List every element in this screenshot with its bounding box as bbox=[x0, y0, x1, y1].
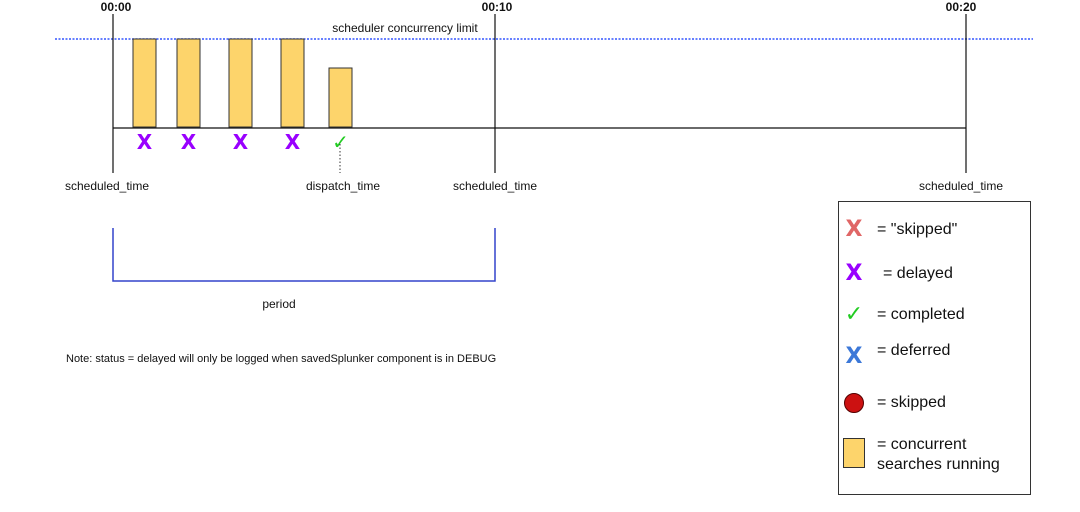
search-bar bbox=[280, 38, 305, 128]
search-bar bbox=[228, 38, 253, 128]
scheduled-time-label-2: scheduled_time bbox=[453, 179, 537, 193]
search-bar bbox=[328, 67, 353, 128]
search-bar bbox=[176, 38, 201, 128]
legend-row-deferred: X = deferred bbox=[839, 342, 1030, 369]
legend-text-skipped: = skipped bbox=[877, 394, 946, 411]
time-label-0000: 00:00 bbox=[101, 0, 132, 14]
x-icon: X bbox=[285, 130, 301, 154]
concurrent-search-bars bbox=[132, 38, 353, 128]
legend-text-skipped-quoted: = "skipped" bbox=[877, 221, 958, 238]
red-dot-icon bbox=[839, 391, 869, 415]
status-marks: X X X X ✓ bbox=[137, 130, 349, 154]
legend-text-deferred: = deferred bbox=[877, 342, 951, 359]
search-bar bbox=[132, 38, 157, 128]
check-icon: ✓ bbox=[844, 302, 864, 327]
legend-row-skipped: = skipped bbox=[839, 391, 1030, 415]
x-icon: X bbox=[137, 130, 153, 154]
debug-note: Note: status = delayed will only be logg… bbox=[66, 353, 496, 365]
x-icon: X bbox=[181, 130, 197, 154]
period-label: period bbox=[262, 297, 295, 311]
legend-text-completed: = completed bbox=[877, 306, 965, 323]
legend-row-skipped-quoted: X = "skipped" bbox=[839, 218, 1030, 242]
bar-swatch-icon bbox=[839, 436, 869, 470]
x-icon: X bbox=[845, 217, 863, 242]
time-label-0010: 00:10 bbox=[482, 0, 513, 14]
legend-text-delayed: = delayed bbox=[883, 265, 953, 282]
time-label-0020: 00:20 bbox=[946, 0, 977, 14]
x-icon: X bbox=[233, 130, 249, 154]
legend: X = "skipped" X = delayed ✓ = completed … bbox=[838, 201, 1031, 495]
legend-row-completed: ✓ = completed bbox=[839, 303, 1030, 327]
concurrency-limit-label: scheduler concurrency limit bbox=[332, 21, 478, 35]
x-icon: X bbox=[845, 344, 863, 369]
x-icon: X bbox=[845, 261, 863, 286]
scheduled-time-label-1: scheduled_time bbox=[65, 179, 149, 193]
check-icon: ✓ bbox=[332, 130, 349, 154]
period-bracket bbox=[112, 228, 496, 282]
legend-row-concurrent: = concurrent searches running bbox=[839, 436, 1030, 475]
legend-text-concurrent: = concurrent searches running bbox=[877, 436, 1000, 473]
dispatch-time-label: dispatch_time bbox=[306, 179, 380, 193]
legend-row-delayed: X = delayed bbox=[839, 262, 1030, 286]
scheduled-time-label-3: scheduled_time bbox=[919, 179, 1003, 193]
